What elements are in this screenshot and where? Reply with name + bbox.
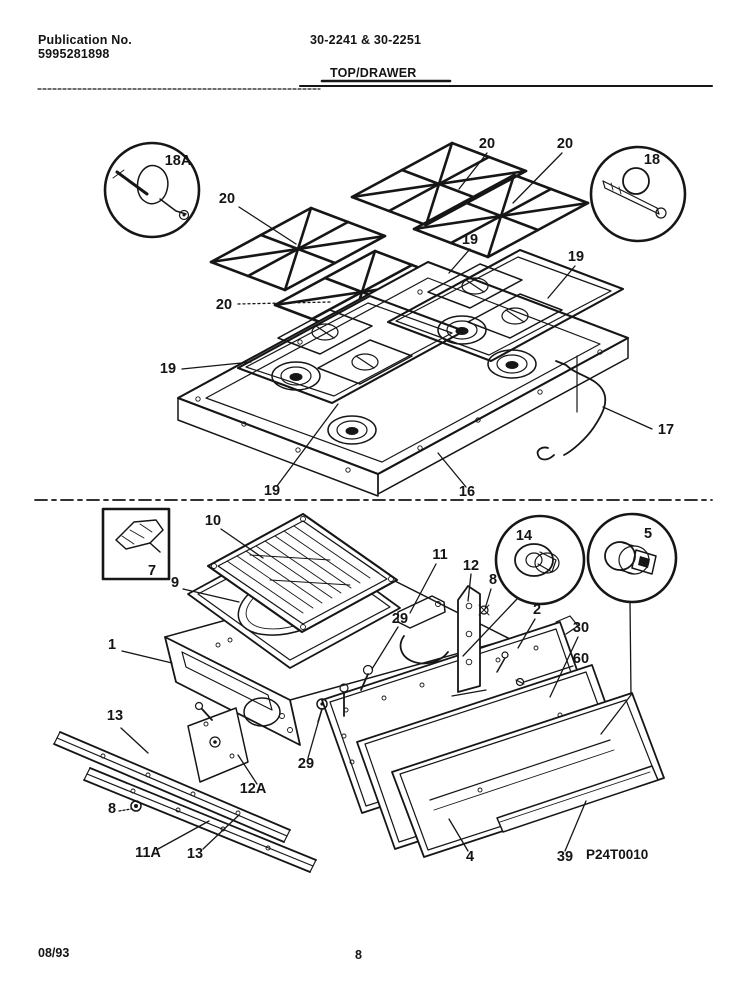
header-rules: [37, 79, 714, 90]
callout-13-b: 13: [187, 846, 203, 862]
callout-20-right-a: 20: [479, 136, 495, 152]
callout-12: 12: [463, 558, 479, 574]
callout-20-right-b: 20: [557, 136, 573, 152]
callout-29-b: 29: [298, 756, 314, 772]
wire-loop: [399, 635, 449, 665]
callout-5: 5: [644, 526, 652, 542]
callout-60: 60: [573, 651, 589, 667]
callout-labels: 18A 20 20 20 18 19 19 20 19 17 19 16 7 1…: [107, 136, 674, 865]
callout-18a: 18A: [165, 153, 192, 169]
callout-19-top-b: 19: [568, 249, 584, 265]
bracket-12a: [187, 701, 249, 783]
broiler-pan-assembly: [187, 512, 401, 669]
callout-29-a: 29: [392, 611, 408, 627]
drawer-front-panel-4: [391, 692, 665, 858]
callout-18: 18: [644, 152, 660, 168]
callout-17: 17: [658, 422, 674, 438]
callout-10: 10: [205, 513, 221, 529]
callout-12a: 12A: [240, 781, 267, 797]
callout-19-top-a: 19: [462, 232, 478, 248]
section-title: TOP/DRAWER: [330, 66, 417, 80]
publication-number: 5995281898: [38, 47, 110, 61]
screw-8-upper: [478, 604, 490, 616]
callout-30: 30: [573, 620, 589, 636]
callout-20-left-top: 20: [219, 191, 235, 207]
callout-4: 4: [466, 849, 474, 865]
callout-20-left-bottom: 20: [216, 297, 232, 313]
callout-9: 9: [171, 575, 179, 591]
screw-29-a: [360, 664, 374, 691]
callout-1: 1: [108, 637, 116, 653]
burner-frame-right: [386, 248, 625, 363]
callout-16: 16: [459, 484, 475, 500]
detail-circle-5: [586, 512, 678, 604]
callout-19-left: 19: [160, 361, 176, 377]
bracket-12: [457, 585, 481, 693]
callout-8-lower: 8: [108, 801, 116, 817]
igniter-wire-17: [536, 355, 607, 461]
burner-frame-left: [236, 294, 466, 405]
bracket-11: [397, 595, 446, 629]
callout-11: 11: [432, 547, 447, 563]
inset-box-7: [101, 507, 171, 581]
callout-39: 39: [557, 849, 573, 865]
detail-circle-18: [589, 145, 687, 243]
screw-vertical: [339, 683, 349, 717]
cooktop-main-top: [176, 260, 630, 497]
slide-rail-upper: [53, 731, 291, 843]
slide-rail-lower: [83, 767, 317, 873]
burner-frames: [236, 248, 625, 405]
diagram-code: P24T0010: [586, 847, 648, 862]
leader-lines: [118, 152, 653, 852]
callout-8-upper: 8: [489, 572, 497, 588]
publication-label: Publication No.: [38, 33, 132, 47]
trim-strip-39: [496, 765, 659, 833]
model-numbers: 30-2241 & 30-2251: [310, 33, 422, 47]
callout-11a: 11A: [135, 845, 161, 861]
detail-circle-18a: [103, 141, 201, 239]
support-brackets: [316, 585, 490, 723]
drawer-section: [53, 507, 678, 873]
callout-13-a: 13: [107, 708, 123, 724]
callout-7: 7: [148, 563, 156, 579]
burner-grates: [209, 141, 590, 335]
slide-rails: [53, 731, 317, 873]
fastener-8-lower: [130, 800, 142, 812]
callout-14: 14: [516, 528, 532, 544]
detail-circle-14: [494, 514, 586, 606]
footer-date: 08/93: [38, 946, 70, 960]
footer-page-number: 8: [355, 948, 362, 962]
cooktop-section: [103, 141, 687, 497]
callout-2: 2: [533, 602, 541, 618]
broiler-grid-10: [206, 512, 399, 634]
callout-19-bottom: 19: [264, 483, 280, 499]
